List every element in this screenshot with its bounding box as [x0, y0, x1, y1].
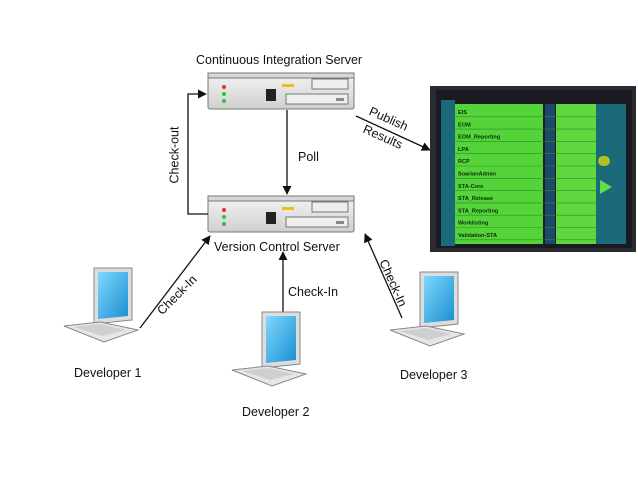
dashboard-project-name: Validation-STA	[458, 233, 497, 239]
publish-arrow	[355, 115, 431, 151]
dashboard-project-name: EOM_Reporting	[458, 135, 501, 141]
vcs-server-label: Version Control Server	[214, 240, 340, 254]
developer-2-label: Developer 2	[242, 405, 310, 419]
developer-2-laptop-icon	[231, 311, 308, 387]
dashboard-project-name: SoarianAdmin	[458, 172, 497, 178]
vcs-server-icon	[207, 195, 355, 233]
dashboard-project-name: STA-Core	[458, 184, 483, 190]
checkin-1-arrow	[139, 235, 211, 329]
checkout-label: Check-out	[167, 126, 182, 184]
checkin-2-label: Check-In	[288, 285, 339, 299]
dashboard-project-name: EOM	[458, 122, 471, 128]
dashboard-project-name: EIS	[458, 110, 467, 116]
developer-3-laptop-icon	[389, 271, 466, 347]
checkin-3-arrow	[364, 233, 403, 319]
checkout-arrow	[187, 89, 208, 215]
poll-label: Poll	[298, 150, 319, 164]
dashboard-project-name: RCP	[458, 159, 470, 165]
dashboard-project-name: STA_Reporting	[458, 208, 499, 214]
developer-1-label: Developer 1	[74, 366, 142, 380]
ci-server-label: Continuous Integration Server	[196, 53, 363, 67]
developer-3-label: Developer 3	[400, 368, 468, 382]
ci-server-icon	[207, 72, 355, 110]
dashboard-project-name: LPA	[458, 147, 469, 153]
dashboard-project-name: Worklisting	[458, 221, 489, 227]
developer-1-laptop-icon	[63, 267, 140, 343]
dashboard-project-name: STA_Release	[458, 196, 493, 202]
